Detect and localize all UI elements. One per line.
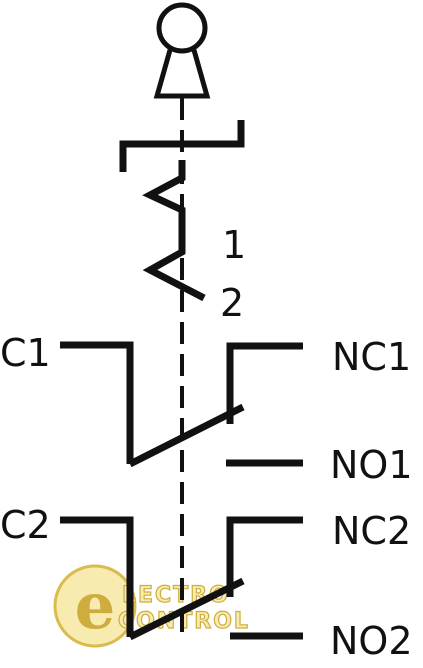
spring-label-2: 2 [220,281,244,325]
terminal-label-nc2: NC2 [332,509,411,553]
common-wire-2 [60,516,134,637]
common-wire-1 [60,341,134,464]
nc-wire-2 [226,516,303,597]
terminal-label-nc1: NC1 [332,335,411,379]
moving-contact-2 [128,577,245,641]
nc-wire-1 [226,342,303,424]
watermark-initial: e [75,569,116,644]
actuator-bracket [119,120,245,172]
moving-contact-1 [128,403,245,468]
terminal-label-no1: NO1 [330,443,413,487]
watermark-logo: e LECTRO CONTROL [53,564,249,648]
terminal-label-c1: C1 [0,331,51,375]
terminal-label-no2: NO2 [330,619,413,663]
return-spring-icon [142,160,206,302]
key-knob-actuator-icon [153,2,211,99]
terminal-label-c2: C2 [0,503,51,547]
spring-label-1: 1 [222,223,246,267]
watermark-circle [53,564,137,648]
